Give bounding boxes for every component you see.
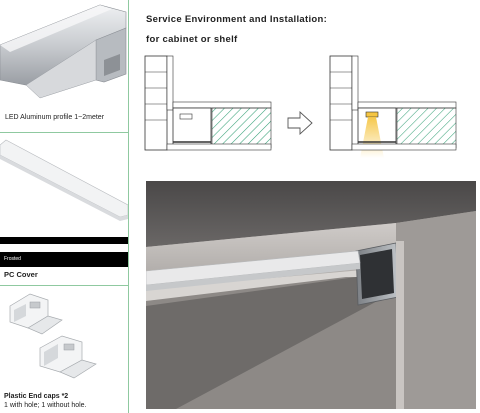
aluminum-profile-image bbox=[0, 4, 127, 99]
frosted-label: Frosted bbox=[4, 256, 21, 262]
frosted-strip bbox=[0, 244, 128, 252]
section-divider-2 bbox=[0, 285, 128, 286]
column-divider bbox=[128, 0, 129, 413]
diagram-after bbox=[329, 55, 457, 158]
end-caps-caption: Plastic End caps *2 bbox=[4, 393, 69, 400]
installation-photo bbox=[146, 181, 476, 409]
profile-caption: LED Aluminum profile 1~2meter bbox=[5, 114, 105, 121]
diagram-before bbox=[144, 55, 272, 151]
end-caps-detail: 1 with hole; 1 without hole. bbox=[4, 402, 87, 409]
installation-heading: Service Environment and Installation: bbox=[146, 14, 328, 25]
installation-diagrams bbox=[144, 55, 457, 158]
right-arrow-icon bbox=[287, 110, 313, 136]
frosted-band bbox=[0, 237, 128, 267]
pc-cover-image bbox=[0, 139, 128, 221]
cover-caption: PC Cover bbox=[4, 270, 38, 279]
end-cap-with-hole bbox=[9, 293, 63, 335]
section-divider-1 bbox=[0, 132, 128, 133]
installation-subheading: for cabinet or shelf bbox=[146, 34, 238, 45]
end-cap-without-hole bbox=[39, 335, 97, 379]
end-caps-image bbox=[9, 293, 97, 379]
